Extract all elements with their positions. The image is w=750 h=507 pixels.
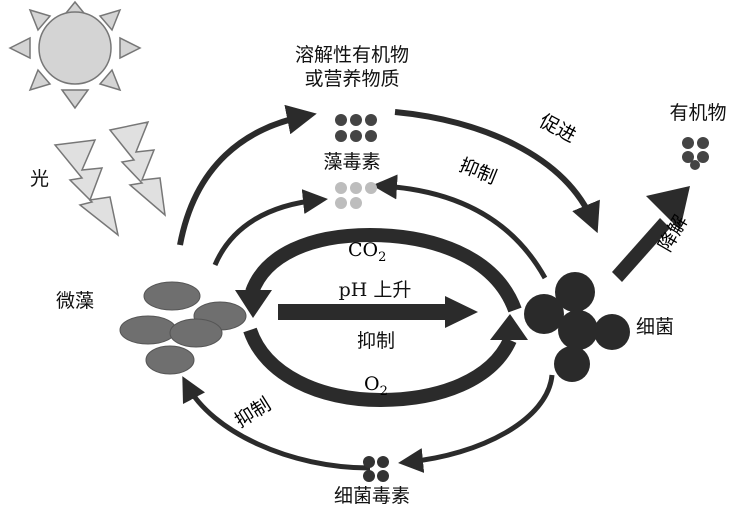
bacteria-label: 细菌 [636,316,675,338]
bacteria-to-bacterial-toxin-arrow [398,374,555,473]
co2-label: CO2 [348,239,386,265]
organic-matter-particles-icon [682,137,709,170]
o2-label: O2 [364,373,388,399]
degradation-arrow [612,186,690,282]
promote-label: 促进 [536,110,580,147]
ph-arrow-shaft [278,304,448,320]
dom-to-bacteria-arrow [394,109,600,234]
bacterial-toxin-to-algae-arrow [182,376,371,471]
light-label: 光 [30,168,50,190]
o2-flow-arrow [243,327,517,408]
algae-label: 微藻 [56,290,95,312]
algae-cells [119,281,247,375]
ph-arrowhead [445,296,478,328]
algae-to-dom-arrow [177,104,317,246]
inhibit-center-label: 抑制 [356,330,396,352]
sun-icon [8,0,142,110]
inhibit-upper-label: 抑制 [456,154,499,189]
bacterial-toxin-particles-icon [363,456,389,482]
algae-to-toxin-arrow [212,189,328,266]
algal-toxin-particles-icon [335,182,377,209]
co2-flow-arrow [245,227,522,313]
lightning-icon [53,120,167,237]
dom-label-line2: 或营养物质 [304,68,400,90]
bacteria-to-toxin-arrow [372,174,548,280]
organic-matter-label: 有机物 [669,102,727,124]
ph-rise-label: pH 上升 [338,279,412,301]
bacterial-toxin-label: 细菌毒素 [333,485,411,507]
dom-particles-icon [335,114,377,142]
co2-arrowhead [235,290,272,318]
dom-label-line1: 溶解性有机物 [294,44,410,66]
algal-toxin-label: 藻毒素 [323,151,381,173]
bacteria-cells [524,272,630,382]
o2-arrowhead [490,314,528,340]
inhibit-lower-label: 抑制 [231,393,275,432]
